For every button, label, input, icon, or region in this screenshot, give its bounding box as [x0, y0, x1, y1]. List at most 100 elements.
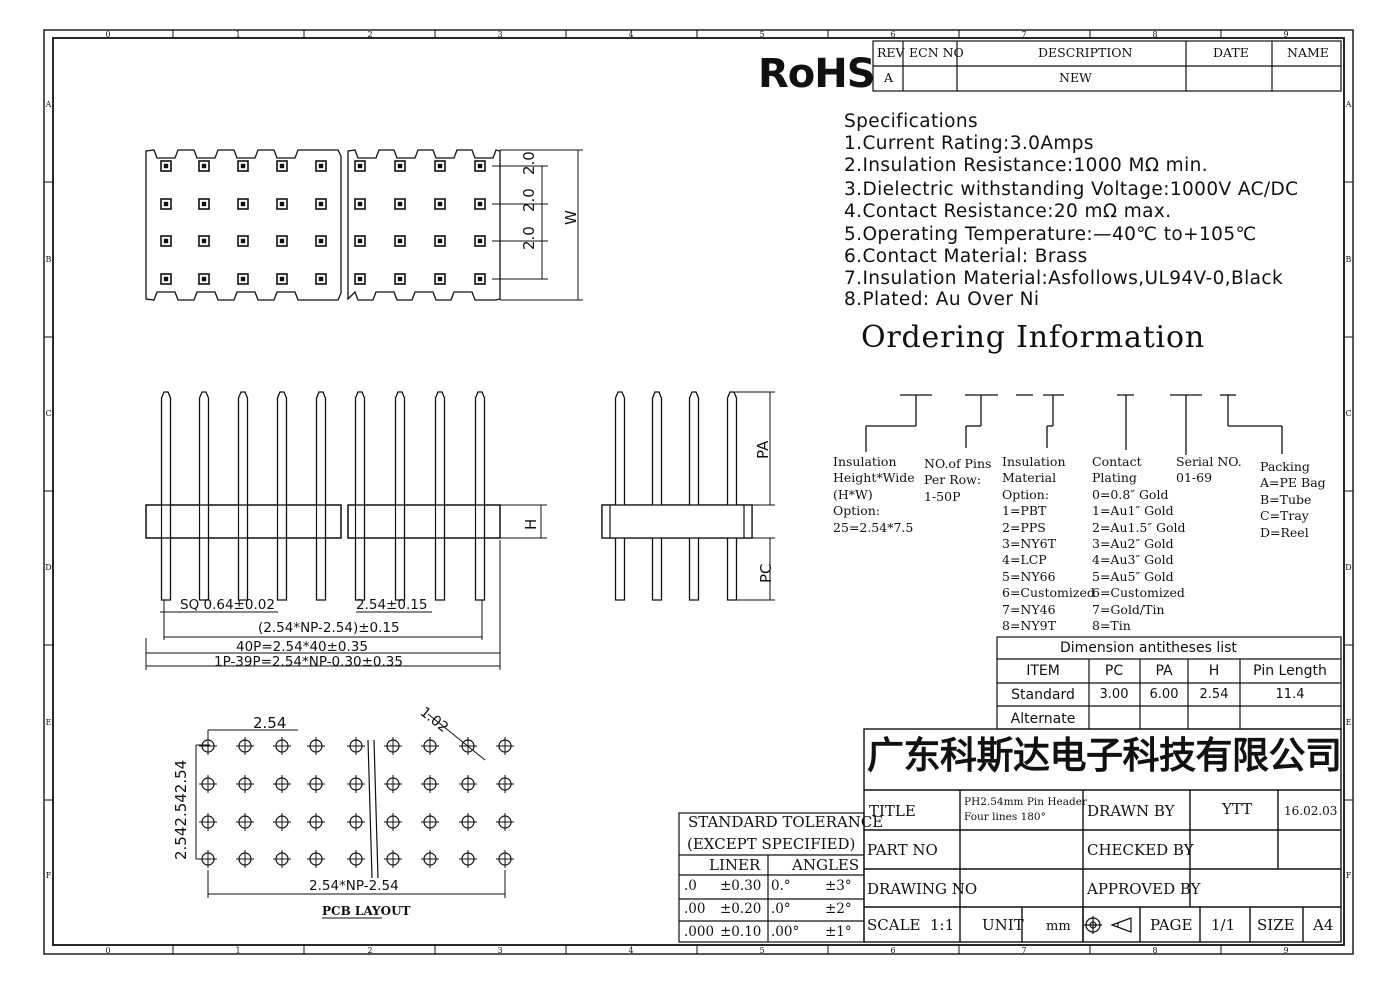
pin-core — [477, 238, 483, 244]
pin-square — [434, 160, 446, 172]
pin-square — [474, 198, 486, 210]
border-letter-right: A — [1345, 100, 1352, 109]
dimension-cell: Standard — [1011, 687, 1075, 703]
drawn-date: 16.02.03 — [1284, 804, 1338, 818]
dim-pcb-pitch: 2.54 — [253, 714, 287, 732]
ordering-line: NO.of Pins — [924, 456, 992, 471]
pin-core — [437, 276, 443, 282]
dim-sq: SQ 0.64±0.02 — [180, 597, 275, 613]
pin-square — [354, 198, 366, 210]
pin-core — [437, 238, 443, 244]
pin-core — [318, 276, 324, 282]
spec-item: 7.Insulation Material:Asfollows,UL94V-0,… — [844, 268, 1284, 289]
border-number-bottom: 5 — [759, 946, 764, 955]
pin-core — [397, 201, 403, 207]
border-number-top: 6 — [890, 30, 895, 39]
rev-value-description: NEW — [1059, 70, 1092, 85]
pin-square — [474, 160, 486, 172]
pcb-layout-drawing — [195, 713, 506, 919]
ordering-line: 4=LCP — [1002, 552, 1047, 568]
pin-core — [357, 238, 363, 244]
pin-core — [240, 238, 246, 244]
title-value-line2: Four lines 180° — [964, 811, 1046, 823]
spec-item: 8.Plated: Au Over Ni — [844, 289, 1040, 310]
ordering-line: 1=PBT — [1002, 503, 1047, 519]
pin-core — [477, 276, 483, 282]
ordering-line: 5=Au5″ Gold — [1092, 568, 1174, 584]
pin-square — [394, 160, 406, 172]
pin-core — [201, 163, 207, 169]
dim-pcb-vertical: 2.542.542.54 — [172, 759, 190, 860]
pin-square — [237, 235, 249, 247]
dim-span: (2.54*NP-2.54)±0.15 — [258, 620, 400, 636]
approved-by-label: APPROVED BY — [1087, 880, 1201, 898]
pin-core — [201, 238, 207, 244]
pin-front — [394, 391, 406, 601]
specifications-title: Specifications — [844, 111, 979, 132]
ordering-line: Packing — [1260, 459, 1310, 474]
ordering-line: 8=Tin — [1092, 618, 1131, 634]
ordering-line: (H*W) — [833, 486, 873, 502]
pin-core — [163, 276, 169, 282]
drawn-by-label: DRAWN BY — [1087, 802, 1175, 820]
dimension-header: ITEM — [1026, 663, 1060, 679]
border-ticks — [44, 30, 1353, 954]
dim-pc: PC — [757, 563, 775, 583]
dim-top-2.0-a: 2.0 — [520, 151, 538, 175]
unit-label: UNIT — [982, 916, 1024, 934]
tolerance-cell: ±0.20 — [720, 901, 762, 917]
pin-front — [276, 391, 288, 601]
front-view-pins — [145, 391, 501, 601]
ordering-line: 2=Au1.5″ Gold — [1092, 519, 1186, 535]
dimension-header: H — [1208, 663, 1220, 679]
rev-header-ecn: ECN NO — [909, 45, 964, 60]
border-letter-left: D — [45, 563, 51, 572]
border-number-top: 0 — [105, 30, 110, 39]
ordering-line: 4=Au3″ Gold — [1092, 552, 1174, 568]
ordering-line: Contact — [1092, 454, 1142, 469]
tolerance-cell: .0 — [684, 878, 697, 894]
border-number-bottom: 0 — [105, 946, 110, 955]
pin-core — [279, 163, 285, 169]
pin-square — [276, 198, 288, 210]
top-view-drawing — [145, 149, 583, 301]
page-label: PAGE — [1150, 916, 1193, 934]
border-letter-right: C — [1345, 409, 1351, 418]
ordering-line: Insulation — [833, 454, 897, 469]
border-number-top: 3 — [497, 30, 502, 39]
pin-square — [198, 160, 210, 172]
pin-core — [397, 276, 403, 282]
pin-square — [237, 273, 249, 285]
page-value: 1/1 — [1211, 916, 1236, 934]
dim-top-2.0-c: 2.0 — [520, 226, 538, 250]
checked-by-label: CHECKED BY — [1087, 841, 1194, 859]
pin-square — [394, 273, 406, 285]
border-letter-left: B — [46, 255, 52, 264]
pin-core — [163, 201, 169, 207]
tolerance-cell: ±2° — [825, 901, 852, 917]
ordering-line: 8=NY9T — [1002, 618, 1056, 634]
spec-item: 6.Contact Material: Brass — [844, 246, 1088, 267]
border-letter-right: B — [1346, 255, 1352, 264]
pin-front — [237, 391, 249, 601]
pin-square — [276, 273, 288, 285]
pcb-holes — [199, 737, 514, 868]
pin-core — [240, 276, 246, 282]
rohs-mark: RoHS — [758, 51, 876, 97]
pin-core — [397, 238, 403, 244]
tolerance-cell: ±1° — [825, 924, 852, 940]
scale-value: 1:1 — [930, 916, 955, 934]
dimension-cell: 6.00 — [1149, 687, 1179, 702]
tolerance-cell: 0.° — [771, 878, 791, 894]
pin-front — [474, 391, 486, 601]
spec-item: 5.Operating Temperature:—40℃ to+105℃ — [844, 224, 1257, 245]
pin-square — [434, 273, 446, 285]
ordering-line: 3=NY6T — [1002, 536, 1056, 552]
pin-square — [237, 160, 249, 172]
ordering-diagram-lines — [865, 394, 1283, 455]
ordering-line: 6=Customized — [1002, 585, 1095, 601]
